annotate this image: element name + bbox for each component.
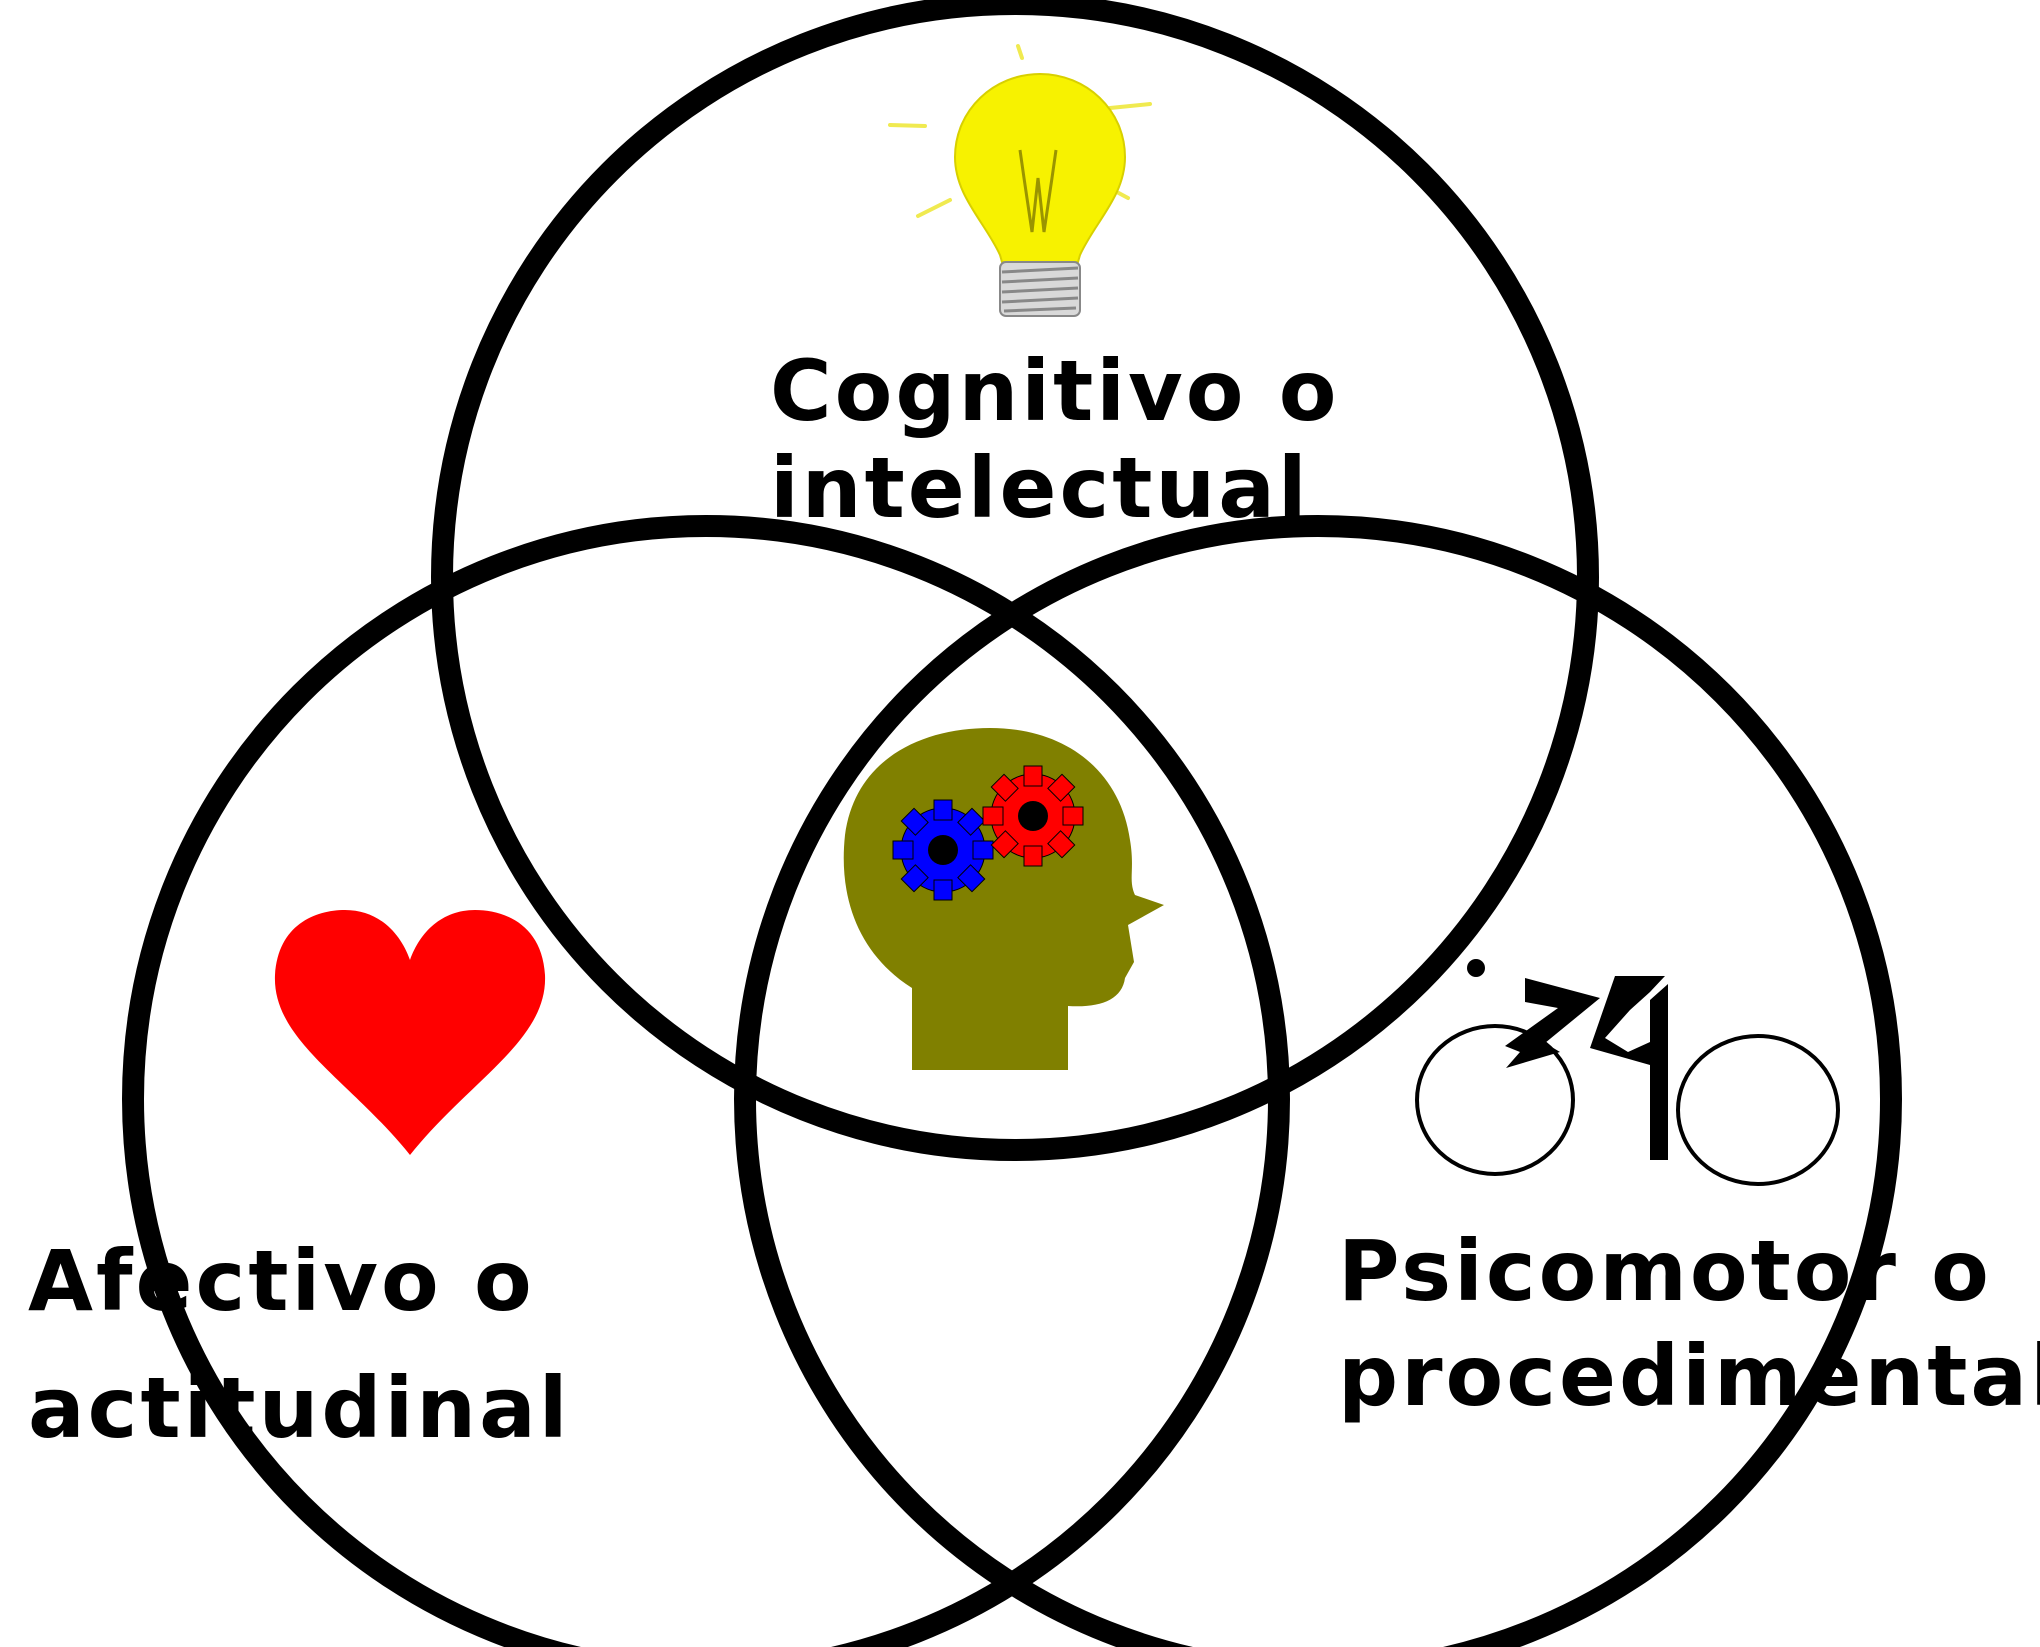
head-with-gears-icon xyxy=(843,728,1164,1070)
cyclist-icon xyxy=(1415,959,1840,1186)
red-gear-icon xyxy=(982,765,1084,867)
psychomotor-circle xyxy=(734,515,1902,1647)
psychomotor-label: Psicomotor o procedimental xyxy=(1338,1222,2040,1425)
affective-circle xyxy=(122,515,1290,1647)
affective-label: Afectivo o actitudinal xyxy=(28,1232,571,1457)
cognitive-label: Cognitivo o intelectual xyxy=(770,342,1372,537)
cognitive-label-line-1: Cognitivo o xyxy=(770,342,1339,440)
heart-icon xyxy=(274,910,546,1155)
cognitive-circle xyxy=(431,0,1599,1161)
cognitive-label-line-2: intelectual xyxy=(770,439,1310,537)
affective-label-line-1: Afectivo o xyxy=(28,1232,535,1330)
lightbulb-icon xyxy=(888,44,1152,317)
psychomotor-label-line-2: procedimental xyxy=(1338,1327,2040,1425)
blue-gear-icon xyxy=(892,799,994,901)
psychomotor-label-line-1: Psicomotor o xyxy=(1338,1222,1992,1320)
affective-label-line-2: actitudinal xyxy=(28,1359,571,1457)
